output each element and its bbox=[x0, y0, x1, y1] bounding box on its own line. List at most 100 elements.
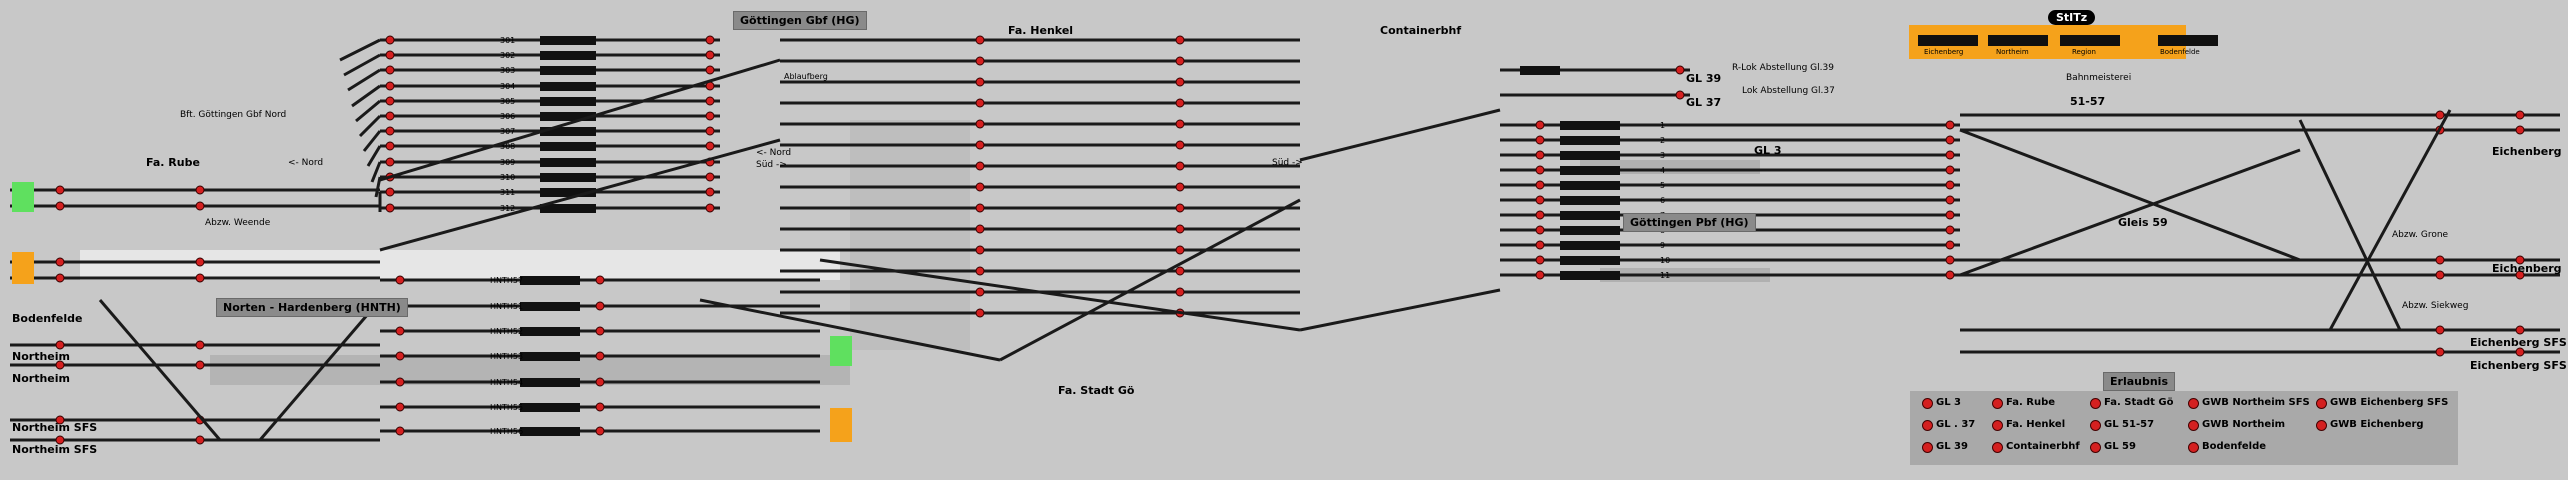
signal-icon[interactable] bbox=[1945, 255, 1955, 265]
permission-gwb-eichenberg-sfs[interactable]: GWB Eichenberg SFS bbox=[2316, 397, 2448, 409]
permission-containerbhf[interactable]: Containerbhf bbox=[1992, 441, 2080, 453]
signal-icon[interactable] bbox=[1175, 266, 1185, 276]
permission-gwb-eichenberg[interactable]: GWB Eichenberg bbox=[2316, 419, 2424, 431]
signal-icon[interactable] bbox=[1945, 225, 1955, 235]
signal-icon[interactable] bbox=[1945, 135, 1955, 145]
signal-icon[interactable] bbox=[1175, 224, 1185, 234]
signal-icon[interactable] bbox=[1535, 165, 1545, 175]
signal-icon[interactable] bbox=[595, 326, 605, 336]
signal-icon[interactable] bbox=[195, 185, 205, 195]
signal-icon[interactable] bbox=[705, 96, 715, 106]
signal-icon[interactable] bbox=[2435, 110, 2445, 120]
permission-fa-rube[interactable]: Fa. Rube bbox=[1992, 397, 2055, 409]
signal-icon[interactable] bbox=[595, 275, 605, 285]
signal-icon[interactable] bbox=[1175, 56, 1185, 66]
signal-icon[interactable] bbox=[2515, 125, 2525, 135]
signal-icon[interactable] bbox=[975, 35, 985, 45]
signal-icon[interactable] bbox=[2435, 347, 2445, 357]
signal-icon[interactable] bbox=[975, 98, 985, 108]
signal-icon[interactable] bbox=[1175, 140, 1185, 150]
signal-icon[interactable] bbox=[705, 111, 715, 121]
signal-icon[interactable] bbox=[1535, 180, 1545, 190]
permission-gl3[interactable]: GL 3 bbox=[1922, 397, 1961, 409]
signal-icon[interactable] bbox=[195, 360, 205, 370]
signal-icon[interactable] bbox=[195, 257, 205, 267]
signal-icon[interactable] bbox=[385, 187, 395, 197]
signal-icon[interactable] bbox=[2515, 255, 2525, 265]
signal-icon[interactable] bbox=[1175, 245, 1185, 255]
signal-icon[interactable] bbox=[395, 402, 405, 412]
permission-fa-henkel[interactable]: Fa. Henkel bbox=[1992, 419, 2065, 431]
signal-icon[interactable] bbox=[1535, 135, 1545, 145]
signal-icon[interactable] bbox=[195, 435, 205, 445]
signal-icon[interactable] bbox=[975, 119, 985, 129]
signal-icon[interactable] bbox=[385, 157, 395, 167]
signal-icon[interactable] bbox=[1945, 195, 1955, 205]
signal-icon[interactable] bbox=[1945, 150, 1955, 160]
signal-icon[interactable] bbox=[55, 415, 65, 425]
signal-icon[interactable] bbox=[1675, 90, 1685, 100]
signal-icon[interactable] bbox=[975, 224, 985, 234]
permission-gl37[interactable]: GL . 37 bbox=[1922, 419, 1975, 431]
signal-icon[interactable] bbox=[1945, 210, 1955, 220]
signal-icon[interactable] bbox=[595, 402, 605, 412]
signal-icon[interactable] bbox=[1945, 180, 1955, 190]
signal-icon[interactable] bbox=[975, 161, 985, 171]
signal-icon[interactable] bbox=[1535, 150, 1545, 160]
permission-gl39[interactable]: GL 39 bbox=[1922, 441, 1968, 453]
signal-icon[interactable] bbox=[1175, 203, 1185, 213]
signal-icon[interactable] bbox=[1535, 210, 1545, 220]
signal-icon[interactable] bbox=[55, 257, 65, 267]
signal-icon[interactable] bbox=[975, 287, 985, 297]
signal-icon[interactable] bbox=[385, 203, 395, 213]
permission-gl5157[interactable]: GL 51-57 bbox=[2090, 419, 2154, 431]
signal-icon[interactable] bbox=[1535, 270, 1545, 280]
signal-icon[interactable] bbox=[705, 187, 715, 197]
erlaubnis-panel[interactable]: Erlaubnis bbox=[2103, 372, 2175, 391]
signal-icon[interactable] bbox=[975, 140, 985, 150]
signal-icon[interactable] bbox=[595, 426, 605, 436]
signal-icon[interactable] bbox=[55, 201, 65, 211]
signal-icon[interactable] bbox=[975, 182, 985, 192]
permission-gwb-northeim-sfs[interactable]: GWB Northeim SFS bbox=[2188, 397, 2310, 409]
signal-icon[interactable] bbox=[385, 35, 395, 45]
signal-icon[interactable] bbox=[2515, 325, 2525, 335]
signal-icon[interactable] bbox=[2515, 347, 2525, 357]
signal-icon[interactable] bbox=[1535, 120, 1545, 130]
signal-icon[interactable] bbox=[2435, 325, 2445, 335]
signal-icon[interactable] bbox=[2515, 110, 2525, 120]
signal-icon[interactable] bbox=[1535, 225, 1545, 235]
signal-icon[interactable] bbox=[385, 141, 395, 151]
signal-icon[interactable] bbox=[975, 77, 985, 87]
signal-icon[interactable] bbox=[1675, 65, 1685, 75]
permission-gwb-northeim[interactable]: GWB Northeim bbox=[2188, 419, 2285, 431]
signal-icon[interactable] bbox=[1175, 77, 1185, 87]
signal-icon[interactable] bbox=[1535, 240, 1545, 250]
signal-icon[interactable] bbox=[395, 377, 405, 387]
signal-icon[interactable] bbox=[595, 351, 605, 361]
signal-icon[interactable] bbox=[1175, 35, 1185, 45]
signal-icon[interactable] bbox=[385, 111, 395, 121]
permission-fa-stadt-go[interactable]: Fa. Stadt Gö bbox=[2090, 397, 2174, 409]
goettingen-gbf-panel[interactable]: Göttingen Gbf (HG) bbox=[733, 11, 867, 30]
signal-icon[interactable] bbox=[1175, 119, 1185, 129]
signal-icon[interactable] bbox=[2515, 270, 2525, 280]
signal-icon[interactable] bbox=[975, 245, 985, 255]
signal-icon[interactable] bbox=[1175, 161, 1185, 171]
permission-bodenfelde[interactable]: Bodenfelde bbox=[2188, 441, 2266, 453]
signal-icon[interactable] bbox=[1945, 270, 1955, 280]
signal-icon[interactable] bbox=[1945, 240, 1955, 250]
signal-icon[interactable] bbox=[385, 126, 395, 136]
signal-icon[interactable] bbox=[55, 435, 65, 445]
signal-icon[interactable] bbox=[595, 301, 605, 311]
signal-icon[interactable] bbox=[55, 340, 65, 350]
signal-icon[interactable] bbox=[1535, 255, 1545, 265]
signal-icon[interactable] bbox=[55, 185, 65, 195]
signal-icon[interactable] bbox=[1175, 182, 1185, 192]
signal-icon[interactable] bbox=[705, 126, 715, 136]
signal-icon[interactable] bbox=[395, 351, 405, 361]
signal-icon[interactable] bbox=[975, 56, 985, 66]
signal-icon[interactable] bbox=[705, 65, 715, 75]
permission-gl59[interactable]: GL 59 bbox=[2090, 441, 2136, 453]
signal-icon[interactable] bbox=[385, 96, 395, 106]
